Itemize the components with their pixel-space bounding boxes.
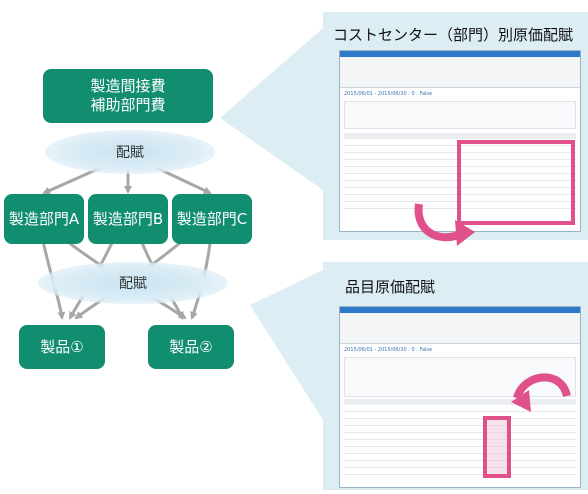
allocation-oval-1: 配賦	[45, 130, 215, 174]
product-title: 品目原価配賦	[345, 278, 436, 296]
product-screenshot: 2015/06/01 - 2015/06/30 : 0 : False	[339, 306, 581, 488]
cost-center-panel: コストセンター（部門）別原価配賦 2015/06/01 - 2015/06/30…	[323, 12, 588, 246]
cost-center-highlight	[457, 140, 575, 225]
ribbon-toolbar-2	[340, 313, 580, 344]
product-panel: 品目原価配賦 2015/06/01 - 2015/06/30 : 0 : Fal…	[323, 262, 588, 490]
ribbon-toolbar	[340, 57, 580, 88]
window-titlebar-2	[340, 307, 580, 313]
dept-b-node: 製造部門B	[88, 194, 168, 244]
date-range-text: 2015/06/01 - 2015/06/30 : 0 : False	[344, 91, 433, 97]
product-highlight	[483, 416, 511, 478]
product-2-node: 製品②	[148, 325, 234, 369]
product-1-node: 製品①	[19, 325, 105, 369]
cost-center-title: コストセンター（部門）別原価配賦	[333, 26, 574, 44]
allocation-label-2: 配賦	[119, 276, 147, 292]
allocation-oval-2: 配賦	[38, 262, 228, 304]
date-range-text-2: 2015/06/01 - 2015/06/30 : 0 : False	[344, 347, 433, 353]
allocation-label-1: 配賦	[116, 145, 144, 161]
rotate-arrow-icon-2	[511, 373, 571, 412]
dept-c-node: 製造部門C	[172, 194, 252, 244]
indirect-cost-node: 製造間接費 補助部門費	[43, 69, 213, 123]
rotate-arrow-icon	[414, 203, 475, 246]
dept-a-node: 製造部門A	[4, 194, 84, 244]
window-titlebar	[340, 51, 580, 57]
